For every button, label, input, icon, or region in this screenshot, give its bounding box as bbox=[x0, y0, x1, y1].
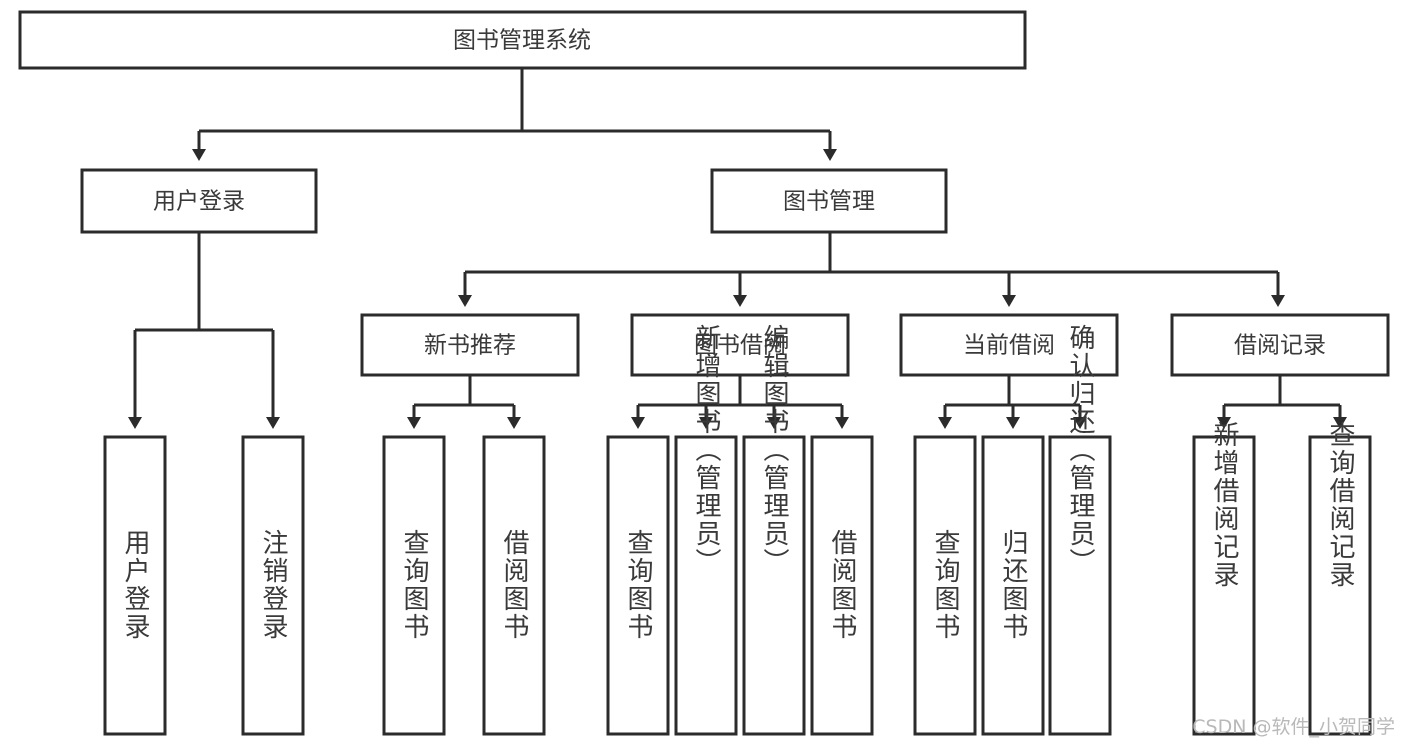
node-book-management-label: 图书管理 bbox=[783, 189, 875, 215]
connector-group-current-borrow bbox=[938, 375, 1087, 429]
node-current-borrow[interactable]: 当前借阅 bbox=[899, 313, 1119, 377]
connector-group-new-book bbox=[407, 375, 521, 429]
leaf-node-user-login-1[interactable]: 注销登录 bbox=[241, 435, 305, 736]
leaf-book-borrow-3-box[interactable] bbox=[810, 435, 874, 736]
node-new-book-recommend-label: 新书推荐 bbox=[424, 333, 516, 359]
leaf-borrow-record-1-box[interactable] bbox=[1308, 435, 1372, 736]
leaf-user-login-1-box[interactable] bbox=[241, 435, 305, 736]
leaf-user-login-1-label: 注销登录 bbox=[258, 529, 288, 641]
leaf-node-book-borrow-0[interactable]: 查询图书 bbox=[606, 435, 670, 736]
leaf-user-login-0-box[interactable] bbox=[103, 435, 167, 736]
node-borrow-record[interactable]: 借阅记录 bbox=[1170, 313, 1390, 377]
node-book-management-box[interactable] bbox=[710, 168, 948, 234]
leaf-book-borrow-2-label: 编辑图书（管理员） bbox=[759, 324, 789, 576]
leaf-book-borrow-2-box[interactable] bbox=[742, 435, 806, 736]
leaf-node-current-borrow-1[interactable]: 归还图书 bbox=[981, 435, 1045, 736]
node-new-book-recommend-box[interactable] bbox=[360, 313, 580, 377]
leaf-book-borrow-1-box[interactable] bbox=[674, 435, 738, 736]
node-user-login-box[interactable] bbox=[80, 168, 318, 234]
leaf-node-borrow-record-1[interactable]: 查询借阅记录 bbox=[1308, 421, 1372, 736]
leaf-current-borrow-2-box[interactable] bbox=[1048, 435, 1112, 736]
node-root-label: 图书管理系统 bbox=[453, 28, 591, 54]
leaf-node-new-book-0[interactable]: 查询图书 bbox=[382, 435, 446, 736]
node-new-book-recommend[interactable]: 新书推荐 bbox=[360, 313, 580, 377]
leaf-current-borrow-1-box[interactable] bbox=[981, 435, 1045, 736]
node-root-book-management-system[interactable]: 图书管理系统 bbox=[18, 10, 1027, 70]
connector-group-root bbox=[192, 68, 837, 161]
leaf-current-borrow-0-box[interactable] bbox=[913, 435, 977, 736]
leaf-node-borrow-record-0[interactable]: 新增借阅记录 bbox=[1192, 421, 1256, 736]
leaf-user-login-0-label: 用户登录 bbox=[120, 529, 150, 641]
leaf-new-book-0-box[interactable] bbox=[382, 435, 446, 736]
node-user-login-label: 用户登录 bbox=[153, 189, 245, 215]
node-user-login[interactable]: 用户登录 bbox=[80, 168, 318, 234]
leaf-book-borrow-3-label: 借阅图书 bbox=[827, 529, 857, 641]
node-book-borrow[interactable]: 图书借阅 bbox=[630, 313, 850, 377]
node-book-borrow-label: 图书借阅 bbox=[694, 333, 786, 359]
connector-group-user-login bbox=[128, 232, 280, 429]
node-root-box[interactable] bbox=[18, 10, 1027, 70]
leaf-book-borrow-0-box[interactable] bbox=[606, 435, 670, 736]
leaf-node-book-borrow-1[interactable]: 新增图书（管理员） bbox=[674, 324, 738, 736]
leaf-current-borrow-0-label: 查询图书 bbox=[930, 529, 960, 641]
leaf-borrow-record-0-label: 新增借阅记录 bbox=[1209, 421, 1239, 589]
connector-group-book-borrow bbox=[631, 375, 849, 429]
connector-group-book-manage bbox=[458, 232, 1285, 307]
node-current-borrow-box[interactable] bbox=[899, 313, 1119, 377]
leaf-node-new-book-1[interactable]: 借阅图书 bbox=[482, 435, 546, 736]
connector-group-borrow-record bbox=[1217, 375, 1347, 429]
node-current-borrow-label: 当前借阅 bbox=[963, 333, 1055, 359]
node-book-management[interactable]: 图书管理 bbox=[710, 168, 948, 234]
leaf-new-book-0-label: 查询图书 bbox=[399, 529, 429, 641]
csdn-watermark: CSDN @软件_小贺同学 bbox=[1192, 716, 1395, 738]
node-borrow-record-label: 借阅记录 bbox=[1234, 333, 1326, 359]
leaf-node-book-borrow-2[interactable]: 编辑图书（管理员） bbox=[742, 324, 806, 736]
leaf-node-current-borrow-0[interactable]: 查询图书 bbox=[913, 435, 977, 736]
leaf-borrow-record-0-box[interactable] bbox=[1192, 435, 1256, 736]
leaf-node-book-borrow-3[interactable]: 借阅图书 bbox=[810, 435, 874, 736]
leaf-node-current-borrow-2[interactable]: 确认归还（管理员） bbox=[1048, 324, 1112, 736]
node-book-borrow-box[interactable] bbox=[630, 313, 850, 377]
leaf-current-borrow-2-label: 确认归还（管理员） bbox=[1065, 324, 1095, 576]
leaf-new-book-1-box[interactable] bbox=[482, 435, 546, 736]
leaf-node-user-login-0[interactable]: 用户登录 bbox=[103, 435, 167, 736]
leaf-book-borrow-1-label: 新增图书（管理员） bbox=[691, 324, 721, 576]
leaf-book-borrow-0-label: 查询图书 bbox=[623, 529, 653, 641]
leaf-current-borrow-1-label: 归还图书 bbox=[998, 529, 1028, 641]
leaf-borrow-record-1-label: 查询借阅记录 bbox=[1325, 421, 1355, 589]
leaf-new-book-1-label: 借阅图书 bbox=[499, 529, 529, 641]
node-borrow-record-box[interactable] bbox=[1170, 313, 1390, 377]
